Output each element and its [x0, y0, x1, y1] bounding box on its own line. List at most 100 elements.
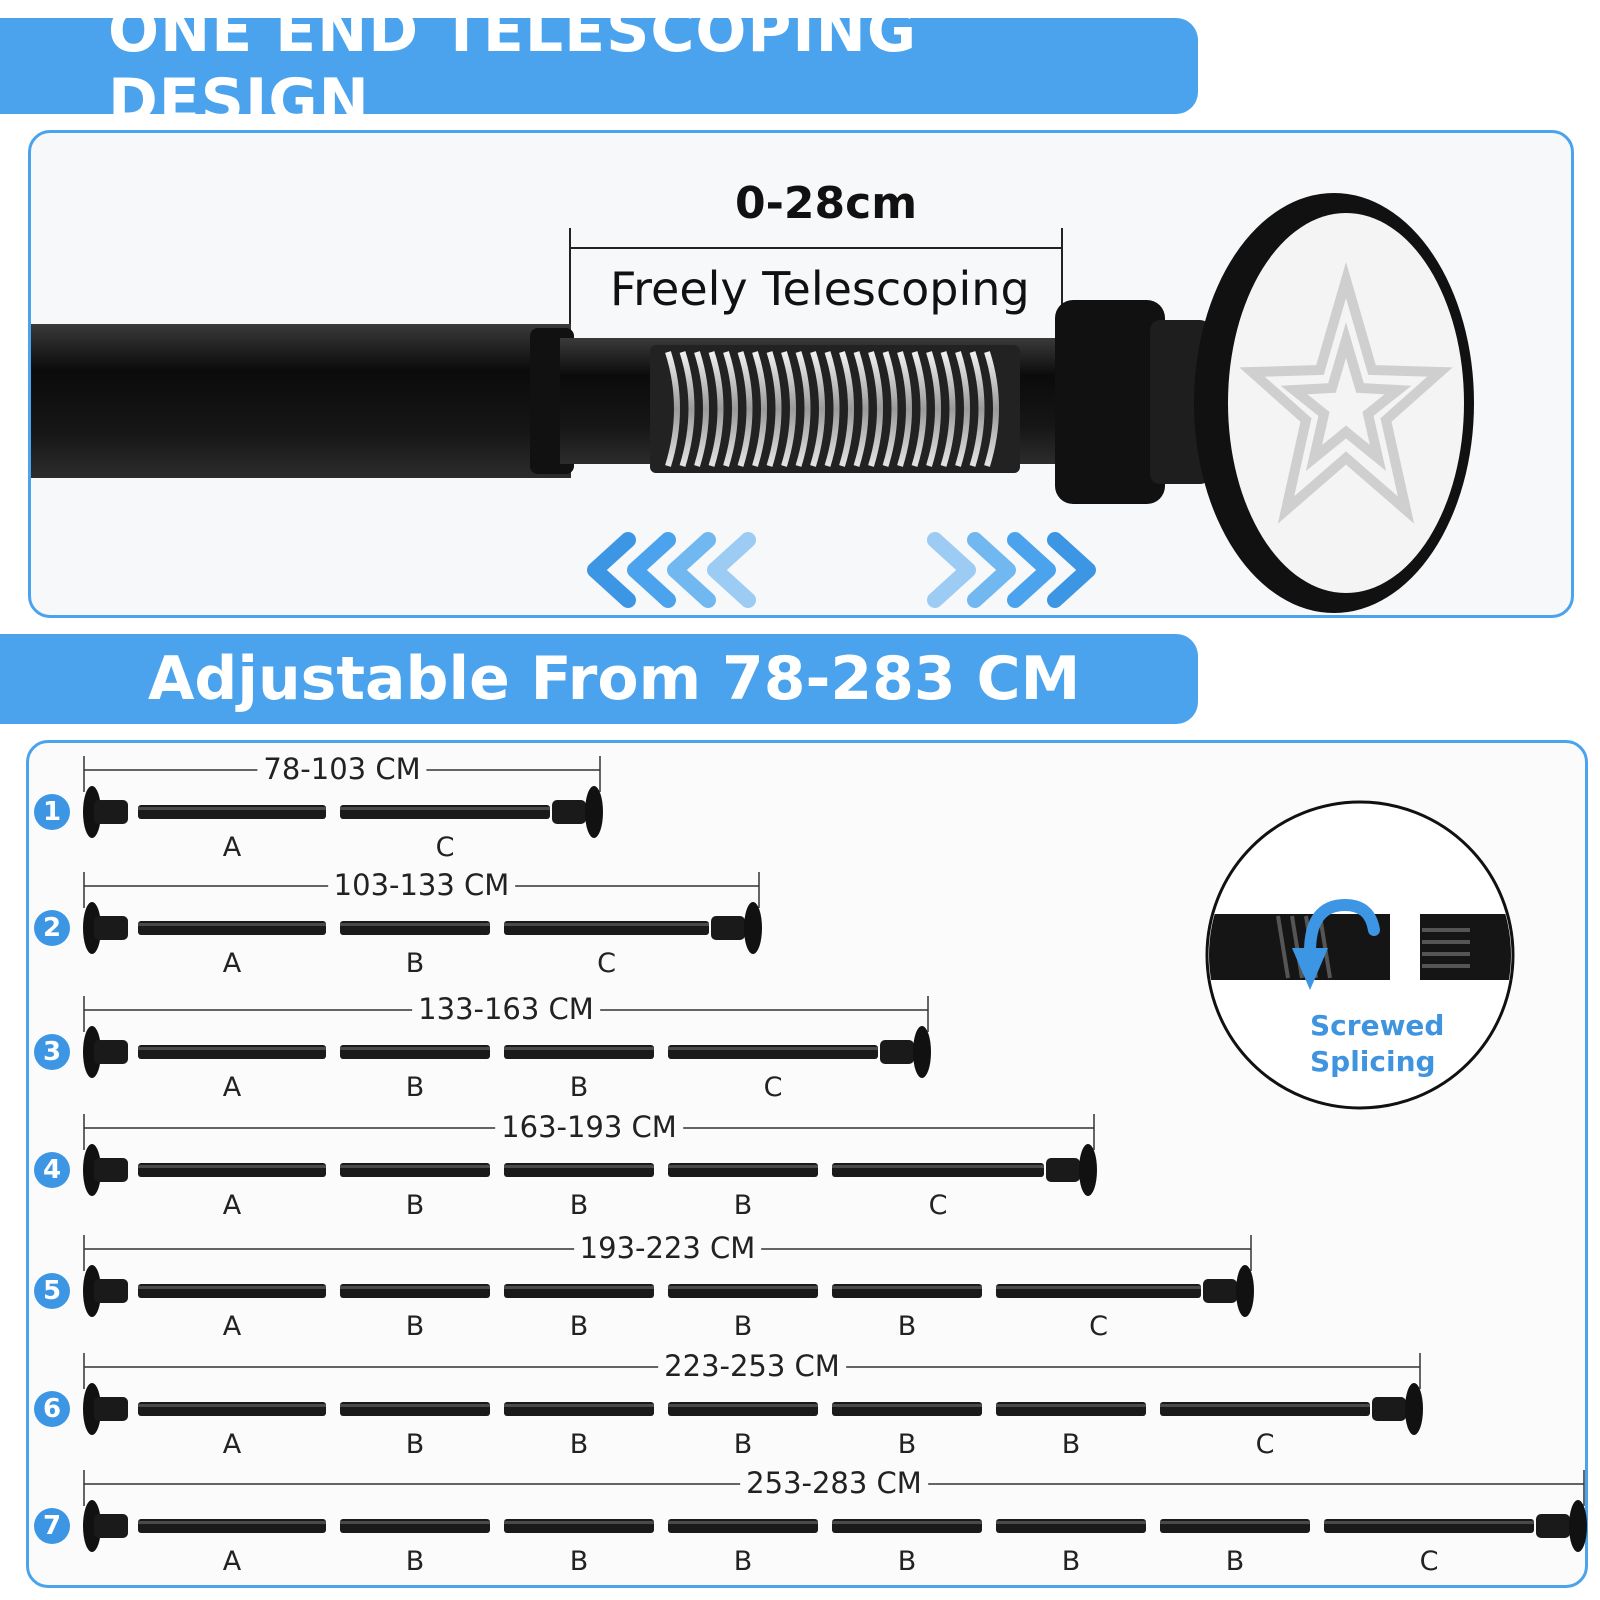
spring-coil-turn	[926, 351, 941, 467]
rod-segment-highlight	[138, 923, 326, 926]
callout-line1: Screwed	[1310, 1009, 1445, 1042]
spring-coil-turn	[940, 351, 956, 467]
spring-coil-turn	[882, 351, 898, 467]
segment-letter: B	[1061, 1546, 1081, 1577]
end-cap-right-neck	[552, 800, 586, 824]
rod-segment-highlight	[504, 1286, 654, 1289]
end-cap-left	[83, 1026, 101, 1078]
end-cap-right	[1405, 1383, 1423, 1435]
segment-letter: B	[405, 1546, 425, 1577]
spring-coil-turn	[853, 351, 869, 467]
end-cap-left-neck	[94, 1040, 128, 1064]
row-number-badge: 2	[34, 910, 70, 946]
row-number-badge: 5	[34, 1273, 70, 1309]
spring-coil-turn	[752, 351, 767, 467]
segment-letter: B	[405, 1190, 425, 1221]
segment-letter: C	[1255, 1429, 1275, 1460]
spring-coil-turn	[795, 351, 811, 467]
end-cap-right	[913, 1026, 931, 1078]
rod-segment-highlight	[668, 1047, 878, 1050]
rod-segment-highlight	[138, 807, 326, 810]
segment-letter: B	[569, 1429, 589, 1460]
rotate-arrow-icon	[1292, 898, 1380, 990]
spring-coil	[665, 351, 999, 467]
rod-segment-highlight	[668, 1404, 818, 1407]
segment-letter: C	[1419, 1546, 1439, 1577]
end-cap-right-neck	[1046, 1158, 1080, 1182]
spring-coil-turn	[969, 351, 985, 467]
segment-letter: B	[733, 1546, 753, 1577]
segment-letter: B	[897, 1311, 917, 1342]
segment-letter: A	[222, 832, 242, 863]
rod-segment-highlight	[668, 1521, 818, 1524]
end-cap-right	[1079, 1144, 1097, 1196]
segment-letter: B	[1225, 1546, 1245, 1577]
arrows-extend-icon	[927, 532, 1096, 608]
rod-segment-highlight	[138, 1165, 326, 1168]
spring-coil-turn	[824, 351, 840, 467]
segment-letter: A	[222, 1072, 242, 1103]
rod-segment-highlight	[1160, 1521, 1310, 1524]
segment-letter: B	[569, 1190, 589, 1221]
rod-segment-highlight	[340, 1521, 490, 1524]
rod-segment-highlight	[1324, 1521, 1534, 1524]
row-range-label: 103-133 CM	[327, 869, 516, 901]
end-cap-left-neck	[94, 1397, 128, 1421]
spring-coil-turn	[766, 351, 782, 467]
segment-letter: B	[569, 1072, 589, 1103]
segment-letter: A	[222, 1429, 242, 1460]
rod-segment-highlight	[340, 923, 490, 926]
spring-coil-turn	[694, 351, 709, 467]
spring-coil-turn	[737, 351, 753, 467]
row-range-label: 253-283 CM	[740, 1467, 928, 1499]
end-cap-left	[83, 1265, 101, 1317]
spring-coil-turn	[955, 351, 970, 467]
rod-segment-highlight	[504, 1404, 654, 1407]
rod-segment-highlight	[1160, 1404, 1370, 1407]
telescoping-rod-illustration	[31, 193, 1474, 613]
rod-segment-highlight	[340, 807, 550, 810]
segment-letter: A	[222, 948, 242, 979]
segment-letter: C	[1089, 1311, 1108, 1342]
rod-segment-highlight	[504, 923, 709, 926]
rod-segment-highlight	[138, 1404, 326, 1407]
rod-segment-highlight	[996, 1286, 1201, 1289]
segment-letter: C	[597, 948, 616, 979]
spring-coil-turn	[984, 351, 999, 467]
segment-letter: B	[405, 1311, 425, 1342]
end-cap-left-neck	[94, 916, 128, 940]
spring-coil-turn	[723, 351, 738, 467]
end-cap-right-neck	[1372, 1397, 1406, 1421]
callout-label: Screwed Splicing	[1310, 1008, 1445, 1080]
spring-coil-turn	[839, 351, 854, 467]
segment-letter: B	[405, 1072, 425, 1103]
rod-segment-highlight	[340, 1047, 490, 1050]
outer-tube	[31, 324, 571, 478]
rod-segment-highlight	[340, 1165, 490, 1168]
rod-segment-highlight	[138, 1521, 326, 1524]
rod-segment-highlight	[996, 1521, 1146, 1524]
segment-letter: C	[928, 1190, 948, 1221]
segment-letter: B	[733, 1190, 753, 1221]
rod-segment-highlight	[996, 1404, 1146, 1407]
end-cap-left-neck	[94, 1279, 128, 1303]
end-cap-right	[585, 786, 603, 838]
end-cap-left	[83, 902, 101, 954]
banner-top-text: ONE END TELESCOPING DESIGN	[108, 0, 918, 136]
thread-right	[1422, 928, 1470, 968]
spring-coil-turn	[911, 351, 927, 467]
rod-segment-highlight	[832, 1165, 1044, 1168]
arrows-retract-icon	[587, 532, 756, 608]
telescoping-caption: Freely Telescoping	[610, 262, 1030, 316]
row-number-badge: 4	[34, 1152, 70, 1188]
rod-segment-highlight	[832, 1404, 982, 1407]
end-cap-right-neck	[1536, 1514, 1570, 1538]
spring-coil-turn	[708, 351, 724, 467]
end-cap-right	[1569, 1500, 1587, 1552]
end-cap-left-neck	[94, 1514, 128, 1538]
row-range-label: 78-103 CM	[257, 753, 427, 785]
segment-letter: B	[1061, 1429, 1081, 1460]
end-cap-left-neck	[94, 800, 128, 824]
row-number-badge: 1	[34, 794, 70, 830]
